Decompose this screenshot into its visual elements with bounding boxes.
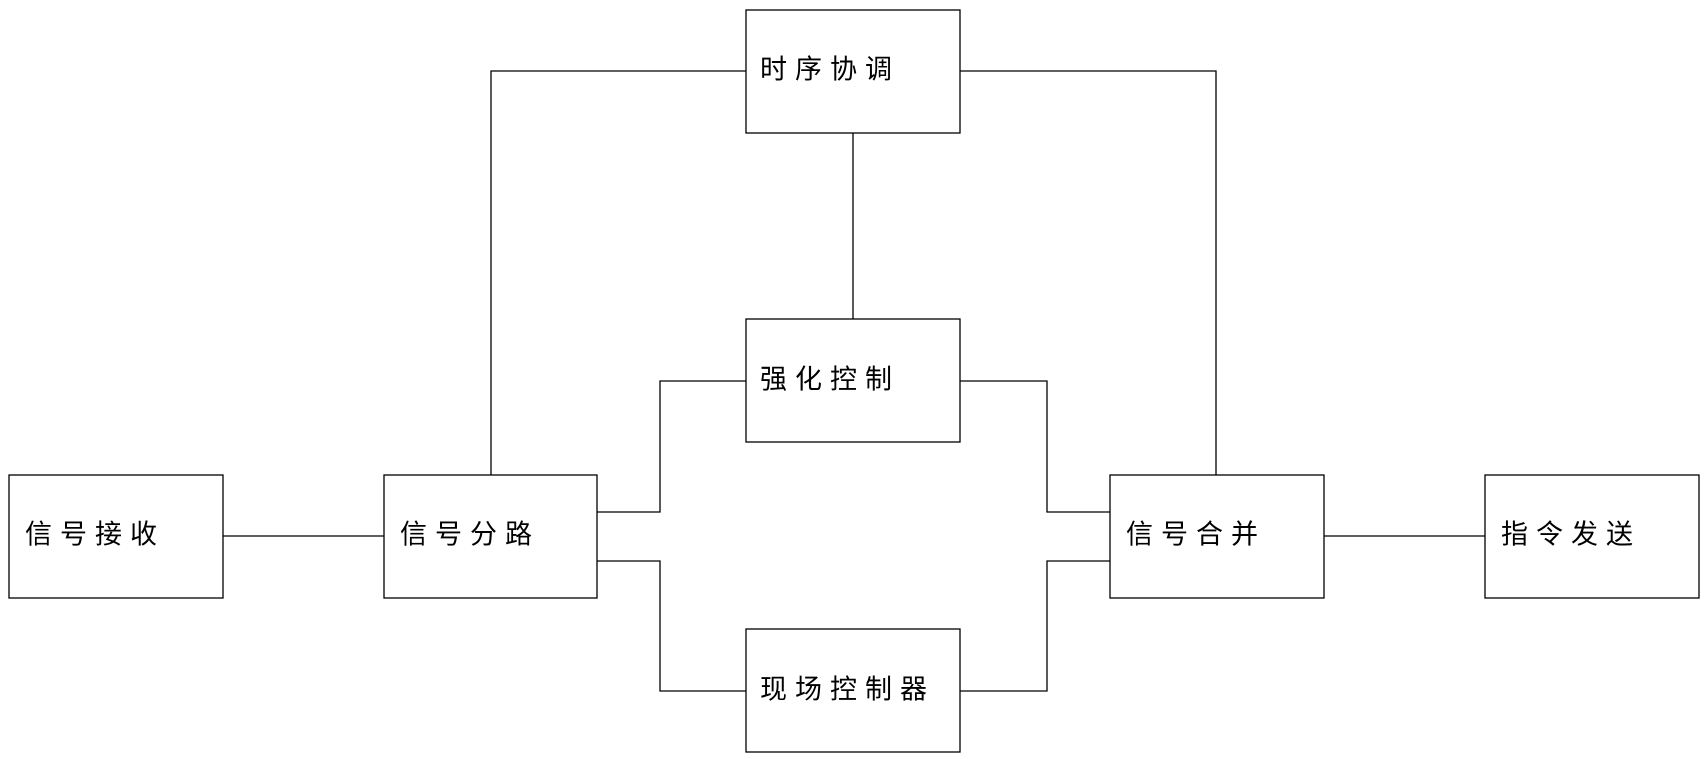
node-field: 现场控制器 [745,628,961,753]
node-timing: 时序协调 [745,9,961,134]
node-merge-label: 信号合并 [1126,520,1266,551]
edge-split-enhance [597,380,746,513]
node-split: 信号分路 [383,474,598,599]
edge-timing-merge [960,70,1217,475]
node-timing-box [745,9,961,134]
edge-field-merge [960,560,1110,692]
node-field-label: 现场控制器 [760,675,935,706]
node-send: 指令发送 [1484,474,1700,599]
node-split-label: 信号分路 [400,520,540,551]
node-timing-label: 时序协调 [760,55,900,86]
node-receive-label: 信号接收 [25,520,165,551]
node-send-box [1484,474,1700,599]
connectors [223,70,1485,692]
node-receive: 信号接收 [8,474,224,599]
node-enhance-label: 强化控制 [760,365,900,396]
node-split-box [383,474,598,599]
node-receive-box [8,474,224,599]
node-field-box [745,628,961,753]
node-enhance: 强化控制 [745,318,961,443]
node-enhance-box [745,318,961,443]
edge-split-timing [490,70,746,475]
edge-split-field [597,560,746,692]
edge-enhance-merge [960,380,1110,513]
node-send-label: 指令发送 [1501,520,1641,551]
node-merge-box [1109,474,1325,599]
node-merge: 信号合并 [1109,474,1325,599]
